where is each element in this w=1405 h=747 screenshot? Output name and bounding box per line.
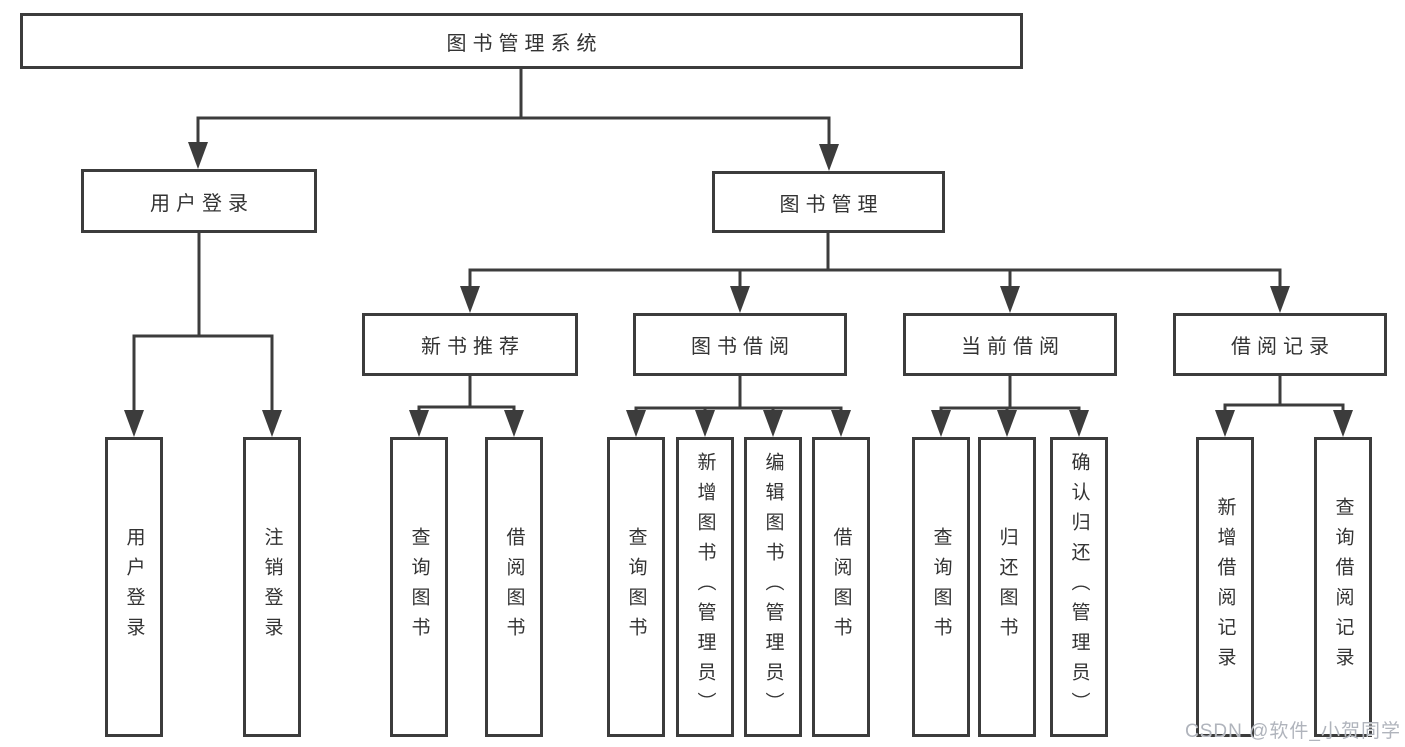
node-root-system: 图书管理系统: [20, 13, 1023, 69]
node-leaf-query-borrow-record: 查询借阅记录: [1314, 437, 1372, 737]
node-leaf-borrow-books-1: 借阅图书: [485, 437, 543, 737]
arrowhead: [730, 286, 750, 313]
node-book-borrowing: 图书借阅: [633, 313, 847, 376]
arrowhead: [626, 410, 646, 437]
node-leaf-query-books-3: 查询图书: [912, 437, 970, 737]
arrowhead: [1000, 286, 1020, 313]
connector-bookmgmt-to-level3: [468, 233, 1282, 290]
node-leaf-query-books-2: 查询图书: [607, 437, 665, 737]
node-current-borrowing: 当前借阅: [903, 313, 1117, 376]
node-leaf-confirm-return-admin: 确认归还（管理员）: [1050, 437, 1108, 737]
node-user-login: 用户登录: [81, 169, 317, 233]
node-leaf-add-borrow-record: 新增借阅记录: [1196, 437, 1254, 737]
connector-newbook-to-leaves: [417, 376, 516, 412]
arrowhead: [1069, 410, 1089, 437]
arrowheads: [124, 142, 1353, 437]
arrowhead: [831, 410, 851, 437]
arrowhead: [1333, 410, 1353, 437]
node-book-management: 图书管理: [712, 171, 945, 233]
node-borrowing-records: 借阅记录: [1173, 313, 1387, 376]
connector-current-to-leaves: [939, 376, 1081, 412]
connector-borrow-to-leaves: [634, 376, 843, 412]
node-new-book-recommend: 新书推荐: [362, 313, 578, 376]
arrowhead: [188, 142, 208, 169]
node-leaf-logout: 注销登录: [243, 437, 301, 737]
csdn-watermark: CSDN @软件_小贺同学: [1185, 721, 1401, 742]
arrowhead: [409, 410, 429, 437]
node-leaf-add-books-admin: 新增图书（管理员）: [676, 437, 734, 737]
node-leaf-query-books-1: 查询图书: [390, 437, 448, 737]
arrowhead: [997, 410, 1017, 437]
connector-records-to-leaves: [1223, 376, 1345, 412]
node-leaf-edit-books-admin: 编辑图书（管理员）: [744, 437, 802, 737]
arrowhead: [1215, 410, 1235, 437]
node-leaf-return-books: 归还图书: [978, 437, 1036, 737]
arrowhead: [1270, 286, 1290, 313]
arrowhead: [262, 410, 282, 437]
arrowhead: [931, 410, 951, 437]
arrowhead: [460, 286, 480, 313]
arrowhead: [819, 144, 839, 171]
node-leaf-user-login: 用户登录: [105, 437, 163, 737]
arrowhead: [504, 410, 524, 437]
node-leaf-borrow-books-2: 借阅图书: [812, 437, 870, 737]
arrowhead: [124, 410, 144, 437]
connector-root-to-level2: [196, 69, 831, 147]
arrowhead: [695, 410, 715, 437]
connector-userlogin-to-leaves: [132, 233, 274, 412]
arrowhead: [763, 410, 783, 437]
